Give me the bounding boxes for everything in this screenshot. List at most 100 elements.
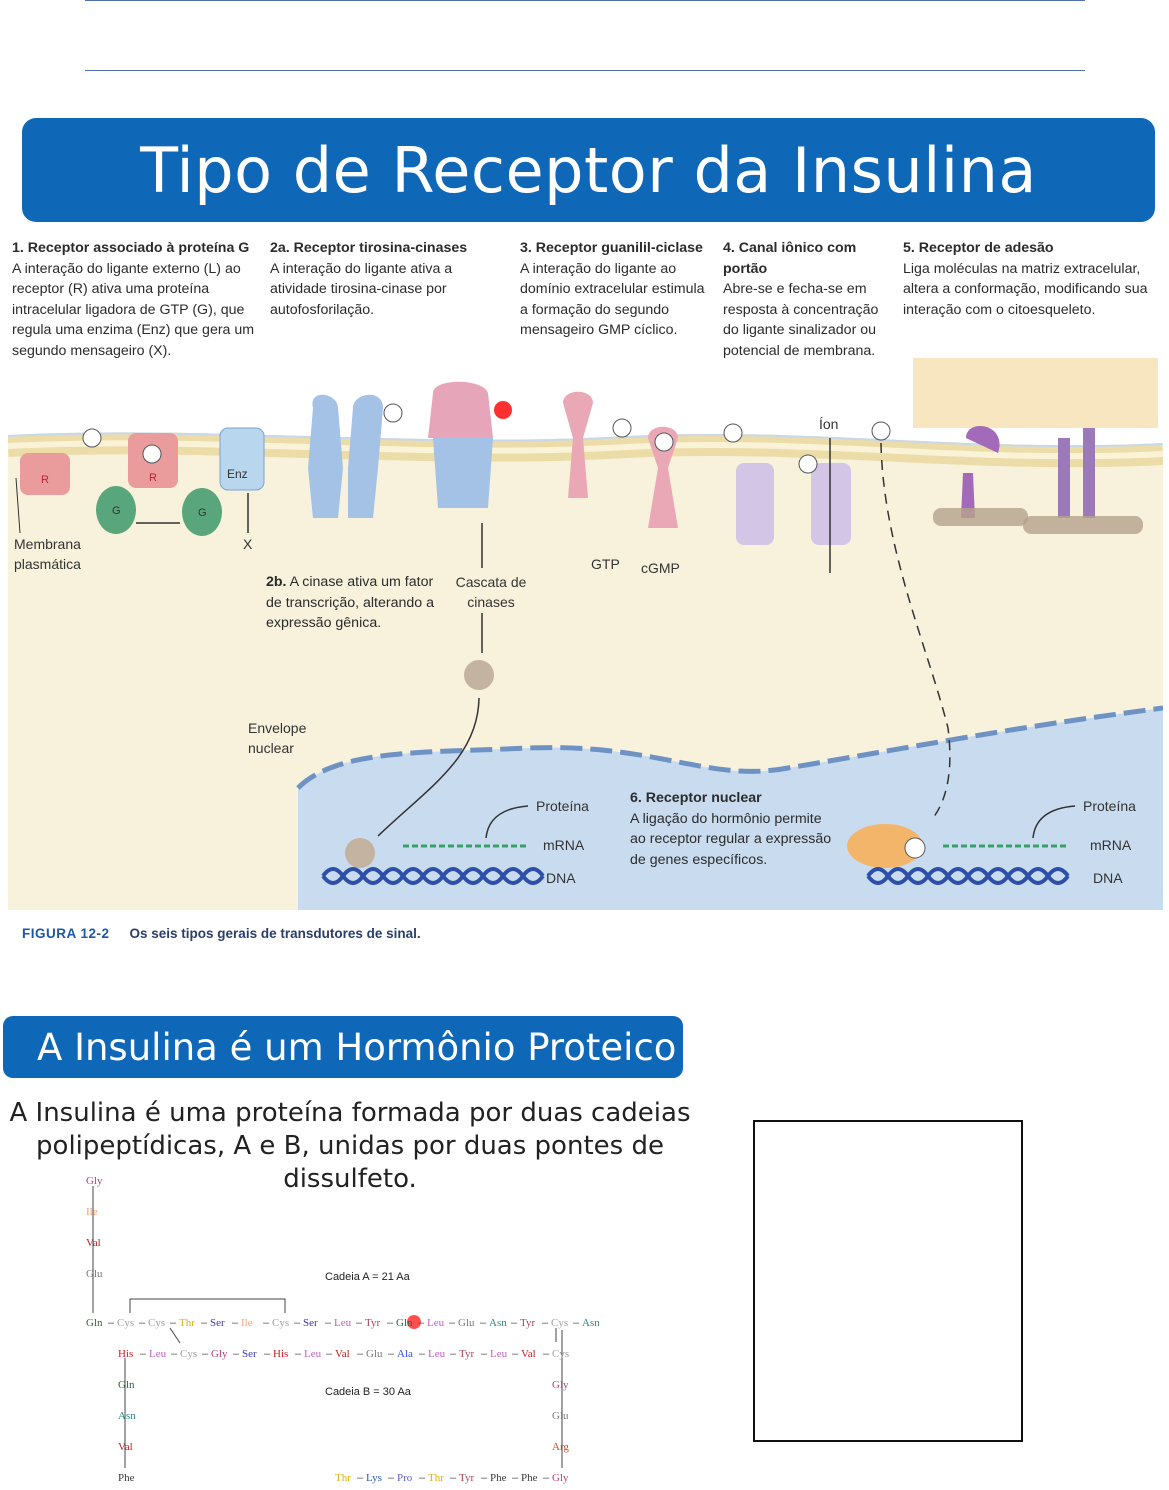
- bond-dash: –: [419, 1348, 426, 1360]
- col-2b-body: A cinase ativa um fator de transcrição, …: [266, 574, 434, 631]
- bond-dash: –: [512, 1472, 519, 1484]
- chain-a-residue: Gln: [86, 1317, 103, 1329]
- chain-b-residue: Leu: [304, 1348, 322, 1360]
- chain-a-vertical-residue: Gly: [86, 1175, 103, 1187]
- bond-dash: –: [511, 1317, 518, 1329]
- bond-dash: –: [201, 1317, 208, 1329]
- chain-b-residue: Ala: [397, 1348, 413, 1360]
- figure-caption: FIGURA 12-2Os seis tipos gerais de trans…: [22, 926, 421, 941]
- chain-a-residue: Cys: [272, 1317, 289, 1329]
- ligand-1b: [143, 445, 161, 463]
- chain-b-residue: Cys: [180, 1348, 197, 1360]
- chain-a-residue: Tyr: [365, 1317, 380, 1329]
- bond-dash: –: [357, 1348, 364, 1360]
- envelope-label: Envelope nuclear: [248, 718, 328, 758]
- chain-a-residue: Tyr: [520, 1317, 535, 1329]
- phospho-highlight: [494, 401, 512, 419]
- bond-dash: –: [481, 1348, 488, 1360]
- cytoskeleton-2: [1023, 516, 1143, 534]
- col-3-title: 3. Receptor guanilil-ciclase: [520, 240, 703, 256]
- ligand-4: [724, 424, 742, 442]
- chain-a-vertical-residue: Glu: [86, 1268, 103, 1280]
- chain-b-bottom-residue: Tyr: [459, 1472, 474, 1484]
- col-5-title: 5. Receptor de adesão: [903, 240, 1054, 256]
- chain-b-right-residue: Gly: [552, 1379, 569, 1391]
- banner2-title: A Insulina é um Hormônio Proteico: [37, 1026, 676, 1069]
- chain-b-left-residue: Gln: [118, 1379, 135, 1391]
- ligand-6: [872, 422, 890, 440]
- ligand-3: [613, 419, 631, 437]
- chain-b-residue: Ser: [242, 1348, 257, 1360]
- rtk-active-top: [428, 382, 493, 438]
- bond-dash: –: [356, 1317, 363, 1329]
- chain-a-residue: Asn: [489, 1317, 507, 1329]
- ion-channel-closed: [736, 463, 774, 545]
- col-4-title: 4. Canal iônico com portão: [723, 240, 856, 277]
- col-2a-body: A interação do ligante ativa a atividade…: [270, 261, 452, 318]
- bond-dash: –: [326, 1348, 333, 1360]
- bond-dash: –: [480, 1317, 487, 1329]
- chain-b-bottom-residue: Phe: [521, 1472, 538, 1484]
- membrane-label: Membrana plasmática: [14, 534, 114, 574]
- bond-dash: –: [449, 1317, 456, 1329]
- chain-b-residue: Val: [335, 1348, 350, 1360]
- col-5-adhesion: 5. Receptor de adesãoLiga moléculas na m…: [903, 238, 1161, 320]
- banner-title: Tipo de Receptor da Insulina: [140, 134, 1037, 207]
- mrna-label-left: mRNA: [543, 835, 584, 855]
- col-2b-kinase: 2b. A cinase ativa um fator de transcriç…: [266, 572, 446, 634]
- col-1-body: A interação do ligante externo (L) ao re…: [12, 261, 254, 359]
- bond-dash: –: [233, 1348, 240, 1360]
- dna-label-right: DNA: [1093, 868, 1123, 888]
- chain-b-right-residue: Arg: [552, 1441, 569, 1453]
- chain-a-residue: Asn: [582, 1317, 600, 1329]
- chain-a-residue: Thr: [179, 1317, 195, 1329]
- bond-dash: –: [170, 1317, 177, 1329]
- chain-b-bottom-residue: Gly: [552, 1472, 569, 1484]
- chain-a-residue: Ser: [303, 1317, 318, 1329]
- chain-b-bottom-residue: Pro: [397, 1472, 413, 1484]
- chain-a-residue: Cys: [117, 1317, 134, 1329]
- ion-label: Íon: [819, 414, 838, 434]
- col-6-body: A ligação do hormônio permite ao recepto…: [630, 811, 831, 868]
- chain-b-bottom-residue: Thr: [428, 1472, 444, 1484]
- chain-b-residue: His: [118, 1348, 133, 1360]
- ligand-4b: [799, 455, 817, 473]
- cascade-label: Cascata de cinases: [446, 572, 536, 612]
- chain-a-residue: Cys: [148, 1317, 165, 1329]
- bond-dash: –: [171, 1348, 178, 1360]
- chain-a-residue: Cys: [551, 1317, 568, 1329]
- bond-dash: –: [543, 1348, 550, 1360]
- chain-b-left-residue: Val: [118, 1441, 133, 1453]
- chain-a-residue: Leu: [427, 1317, 445, 1329]
- bond-dash: –: [295, 1348, 302, 1360]
- r-label-left: R: [41, 470, 49, 490]
- chain-a-residue: Ile: [241, 1317, 253, 1329]
- caption-figure-number: FIGURA 12-2: [22, 926, 110, 941]
- ligand-nuclear: [905, 838, 925, 858]
- chain-b-left-residue: Asn: [118, 1410, 136, 1422]
- chain-b-label: Cadeia B = 30 Aa: [325, 1386, 412, 1398]
- chain-a-residue: Leu: [334, 1317, 352, 1329]
- bond-dash: –: [139, 1317, 146, 1329]
- receptor-type-banner: Tipo de Receptor da Insulina: [22, 118, 1155, 222]
- chain-b-residue: Leu: [428, 1348, 446, 1360]
- chain-b-bottom-residue: Lys: [366, 1472, 382, 1484]
- chain-a-vertical-residue: Ile: [86, 1206, 98, 1218]
- chain-b-residue: Leu: [149, 1348, 167, 1360]
- chain-b-right-residue: Glu: [552, 1410, 569, 1422]
- protein-label-right: Proteína: [1083, 796, 1136, 816]
- chain-b-residue: Val: [521, 1348, 536, 1360]
- x-label: X: [243, 534, 252, 554]
- bond-dash: –: [388, 1348, 395, 1360]
- chain-b-left-residue: Phe: [118, 1472, 135, 1484]
- protein-hormone-banner: A Insulina é um Hormônio Proteico: [3, 1016, 683, 1078]
- bond-dash: –: [325, 1317, 332, 1329]
- bond-dash: –: [512, 1348, 519, 1360]
- bond-dash: –: [450, 1472, 457, 1484]
- bond-dash: –: [294, 1317, 301, 1329]
- bond-dash: –: [543, 1472, 550, 1484]
- insulin-chain-diagram: Cadeia A = 21 Aa Cadeia B = 30 Aa GlyIle…: [80, 1168, 620, 1490]
